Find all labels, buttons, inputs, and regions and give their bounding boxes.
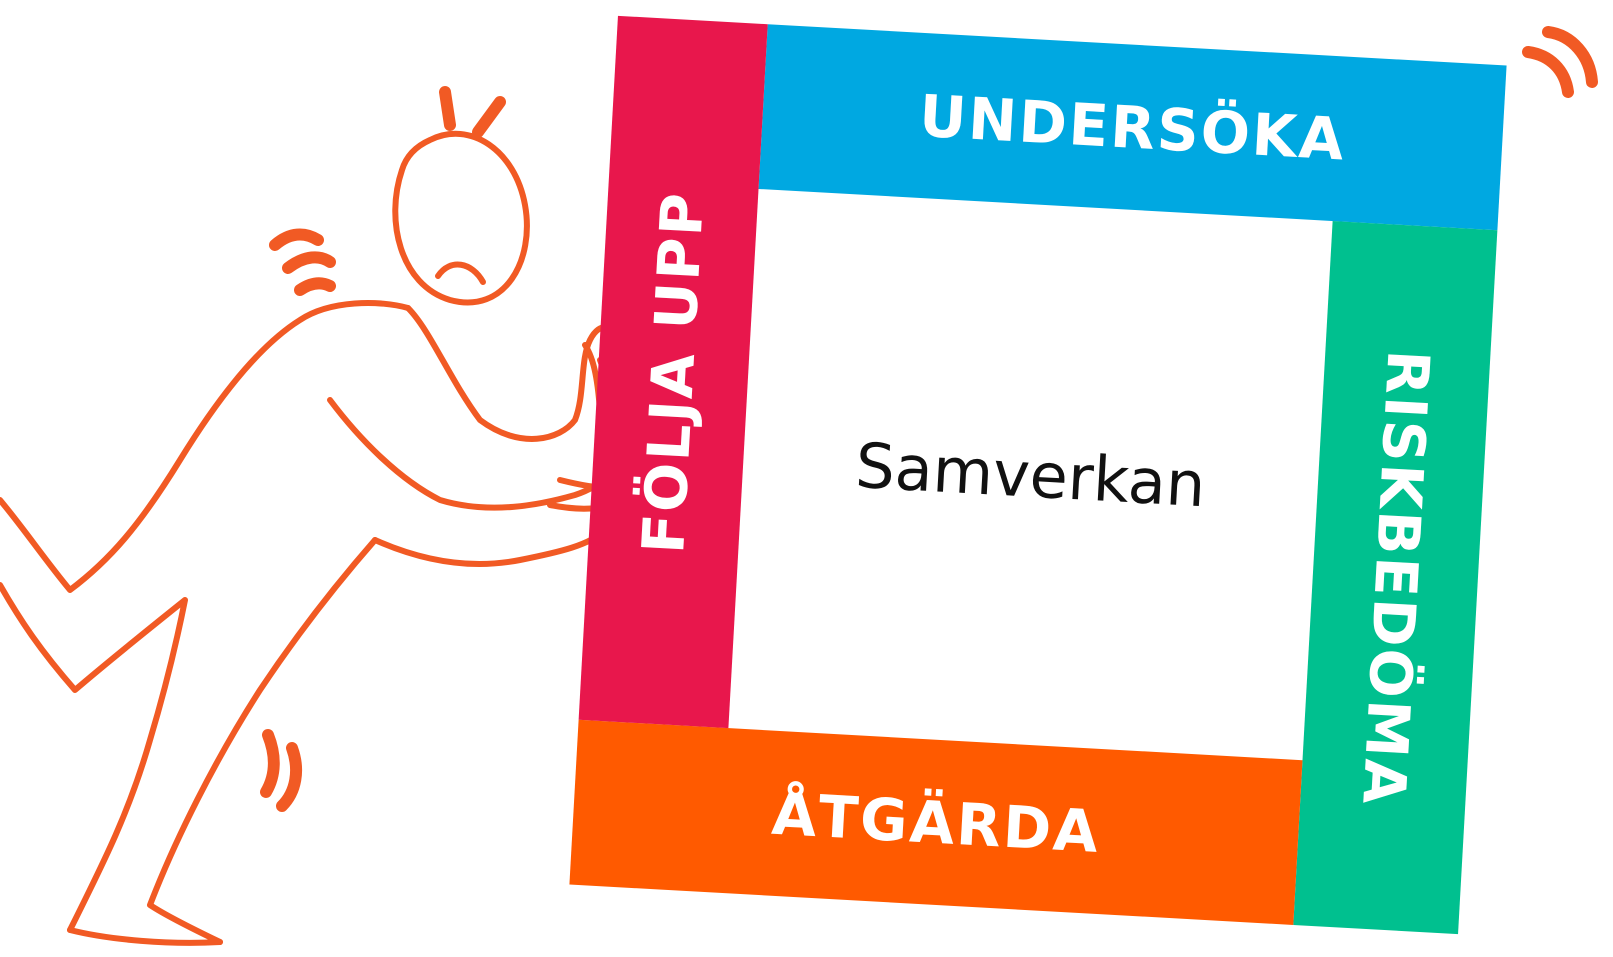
step-label-folja-upp: FÖLJA UPP [629,189,718,555]
center-label: Samverkan [853,428,1208,521]
step-label-undersoka: UNDERSÖKA [917,81,1348,174]
step-label-atgarda: ÅTGÄRDA [769,779,1102,866]
process-cycle: UNDERSÖKA RISKBEDÖMA ÅTGÄRDA FÖLJA UPP S… [569,15,1507,935]
step-label-riskbedoma: RISKBEDÖMA [1348,347,1443,808]
